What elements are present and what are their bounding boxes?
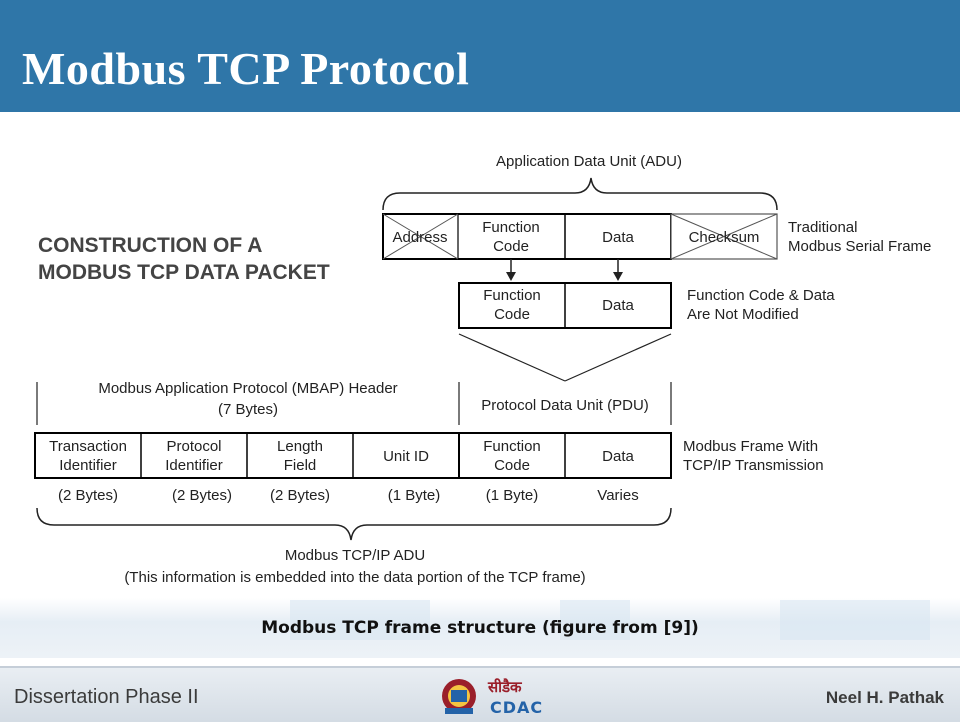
slide-title: Modbus TCP Protocol xyxy=(22,43,470,94)
field-sizes: (2 Bytes) (2 Bytes) (2 Bytes) (1 Byte) (… xyxy=(58,487,639,504)
field-size: (2 Bytes) xyxy=(270,487,330,504)
serial-address: Address xyxy=(392,229,447,246)
pdu-note-2: Are Not Modified xyxy=(687,306,799,323)
tcp-adu-brace xyxy=(36,507,672,541)
serial-function-1: Function xyxy=(482,219,540,236)
logo-text-hindi: सीडैक xyxy=(488,678,522,696)
pdu-function-1: Function xyxy=(483,287,541,304)
field-size: Varies xyxy=(597,487,638,504)
adu-label: Application Data Unit (ADU) xyxy=(496,153,682,170)
tcp-field-label: Length xyxy=(277,438,323,455)
watermark-shape xyxy=(780,600,930,640)
footer-bar xyxy=(0,666,960,722)
cdac-emblem-icon xyxy=(442,679,476,714)
tcp-field-label: Identifier xyxy=(59,457,117,474)
figure-caption: Modbus TCP frame structure (figure from … xyxy=(261,618,699,638)
tcp-field-label: Field xyxy=(284,457,317,474)
modbus-frame-diagram: CONSTRUCTION OF A MODBUS TCP DATA PACKET… xyxy=(34,153,931,586)
watermark-shape xyxy=(290,600,430,640)
tcp-field-label: Data xyxy=(602,448,634,465)
field-size: (2 Bytes) xyxy=(172,487,232,504)
tcp-adu-label: Modbus TCP/IP ADU xyxy=(285,547,425,564)
tcp-field-label: Code xyxy=(494,457,530,474)
field-size: (2 Bytes) xyxy=(58,487,118,504)
field-size: (1 Byte) xyxy=(486,487,539,504)
diagram-heading-line2: MODBUS TCP DATA PACKET xyxy=(38,261,330,284)
watermark-shape xyxy=(560,600,630,640)
pdu-copy-frame: Function Code Data xyxy=(458,282,672,329)
tcp-field-label: Identifier xyxy=(165,457,223,474)
tcp-field-label: Function xyxy=(483,438,541,455)
pdu-note-1: Function Code & Data xyxy=(687,287,835,304)
title-bar xyxy=(0,0,960,112)
pdu-function-2: Code xyxy=(494,306,530,323)
diagram-heading-line1: CONSTRUCTION OF A xyxy=(38,234,262,257)
adu-brace xyxy=(382,177,778,211)
footer-right-text: Neel H. Pathak xyxy=(825,688,944,707)
serial-checksum: Checksum xyxy=(689,229,760,246)
tcp-field-label: Protocol xyxy=(166,438,221,455)
tcp-field-label: Transaction xyxy=(49,438,127,455)
logo-text-cdac: CDAC xyxy=(490,698,544,717)
pdu-label: Protocol Data Unit (PDU) xyxy=(481,397,649,414)
serial-data: Data xyxy=(602,229,634,246)
serial-function-2: Code xyxy=(493,238,529,255)
serial-frame: Address Function Code Data Checksum xyxy=(382,213,778,260)
field-size: (1 Byte) xyxy=(388,487,441,504)
down-arrows xyxy=(506,259,623,281)
tcp-adu-note: (This information is embedded into the d… xyxy=(124,569,585,586)
tcp-field-label: Unit ID xyxy=(383,448,429,465)
mbap-label-1: Modbus Application Protocol (MBAP) Heade… xyxy=(98,380,397,397)
serial-note-2: Modbus Serial Frame xyxy=(788,238,931,255)
serial-note-1: Traditional xyxy=(788,219,857,236)
tcp-note-2: TCP/IP Transmission xyxy=(683,457,824,474)
tcp-frame: Transaction Identifier Protocol Identifi… xyxy=(34,432,672,479)
mbap-label-2: (7 Bytes) xyxy=(218,401,278,418)
funnel-lines xyxy=(458,333,672,382)
tcp-note-1: Modbus Frame With xyxy=(683,438,818,455)
footer-left-text: Dissertation Phase II xyxy=(14,686,199,708)
pdu-data: Data xyxy=(602,297,634,314)
